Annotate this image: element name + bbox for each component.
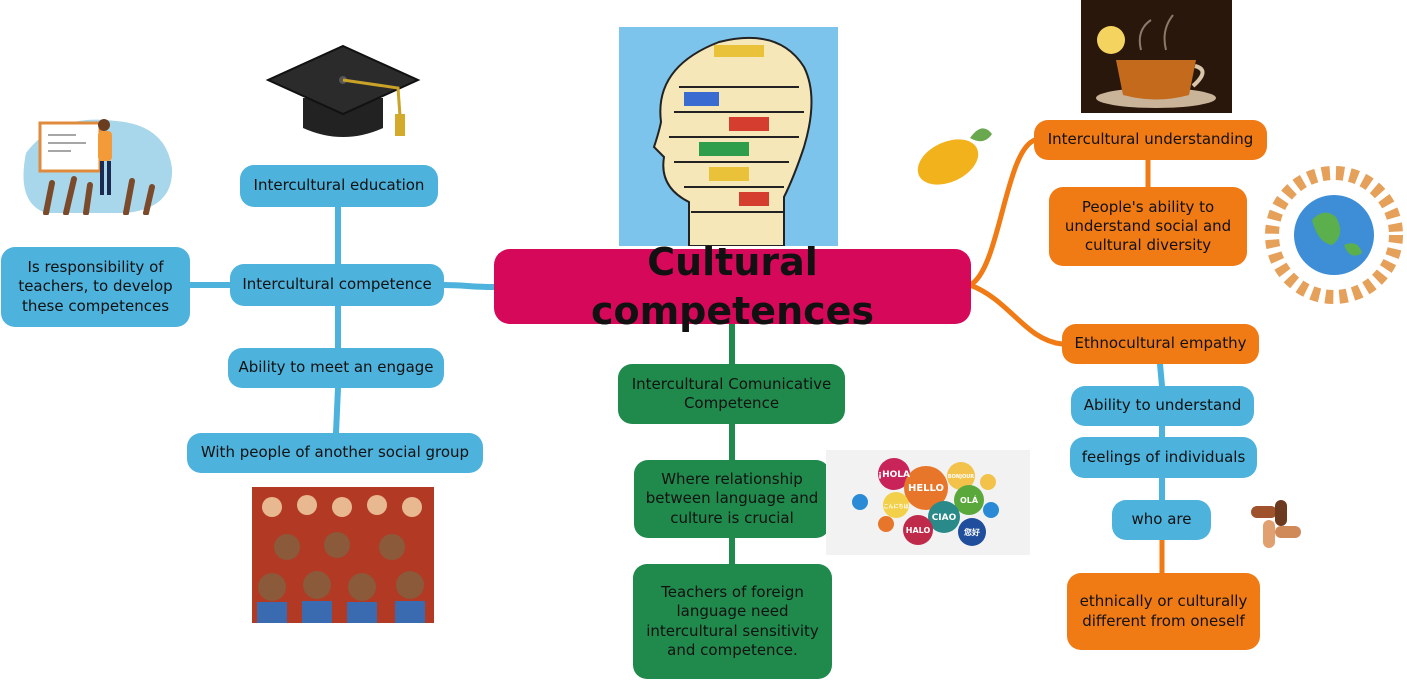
node-label: Intercultural education <box>253 176 425 195</box>
bubble-halo: HALO <box>906 526 931 535</box>
bubble-hello: HELLO <box>908 483 944 494</box>
node-label: Teachers of foreign language need interc… <box>646 583 819 659</box>
central-title: Cultural competences <box>590 240 875 333</box>
node-ability-engage[interactable]: Ability to meet an engage <box>228 348 444 388</box>
node-foreign-language-teachers[interactable]: Teachers of foreign language need interc… <box>633 564 832 679</box>
node-label: Ability to meet an engage <box>238 358 434 377</box>
node-intercultural-communicative[interactable]: Intercultural Comunicative Competence <box>618 364 845 424</box>
diverse-crowd-illustration <box>252 487 434 623</box>
node-label: Intercultural Comunicative Competence <box>631 374 832 412</box>
node-label: Ethnocultural empathy <box>1074 334 1247 353</box>
central-topic[interactable]: Cultural competences <box>494 240 971 333</box>
node-intercultural-understanding[interactable]: Intercultural understanding <box>1034 120 1267 160</box>
node-teacher-responsibility[interactable]: Is responsibility of teachers, to develo… <box>1 247 190 327</box>
speech-bubbles-illustration: ¡HOLA HELLO BONJOUR OLÁ CIAO HALO こんにちは … <box>826 450 1030 555</box>
bubble-ola: OLÁ <box>960 494 979 505</box>
bubble-ciao: CIAO <box>932 513 957 523</box>
head-words-illustration <box>619 27 838 246</box>
bubble-hola: ¡HOLA <box>878 470 910 480</box>
mango-icon <box>912 116 996 192</box>
node-label: Intercultural understanding <box>1047 130 1254 149</box>
node-who-are[interactable]: who are <box>1112 500 1211 540</box>
teacher-illustration <box>16 113 174 215</box>
node-cultural-diversity[interactable]: People's ability to understand social an… <box>1049 187 1247 266</box>
node-ethnically-different[interactable]: ethnically or culturally different from … <box>1067 573 1260 650</box>
node-label: who are <box>1131 510 1192 529</box>
bubble-konnichiwa: こんにちは <box>883 503 908 510</box>
node-label: People's ability to understand social an… <box>1064 197 1232 255</box>
node-label: Ability to understand <box>1083 396 1242 415</box>
node-intercultural-education[interactable]: Intercultural education <box>240 165 438 207</box>
hands-together-icon <box>1247 492 1305 552</box>
node-feelings-individuals[interactable]: feelings of individuals <box>1070 437 1257 478</box>
node-intercultural-competence[interactable]: Intercultural competence <box>230 264 444 306</box>
node-label: ethnically or culturally different from … <box>1079 592 1248 630</box>
node-label: With people of another social group <box>200 443 470 462</box>
graduation-cap-icon <box>258 28 428 153</box>
tea-cup-photo <box>1081 0 1232 113</box>
bubble-nihao: 您好 <box>964 527 980 537</box>
node-ethnocultural-empathy[interactable]: Ethnocultural empathy <box>1062 324 1259 364</box>
node-label: Where relationship between language and … <box>645 470 819 527</box>
node-ability-understand[interactable]: Ability to understand <box>1071 386 1254 426</box>
node-language-culture[interactable]: Where relationship between language and … <box>634 460 830 538</box>
globe-children-illustration <box>1262 165 1405 305</box>
node-label: Is responsibility of teachers, to develo… <box>18 258 173 315</box>
node-label: Intercultural competence <box>242 275 432 294</box>
bubble-bonjour: BONJOUR <box>948 474 974 480</box>
node-label: feelings of individuals <box>1081 447 1246 466</box>
node-other-social-group[interactable]: With people of another social group <box>187 433 483 473</box>
